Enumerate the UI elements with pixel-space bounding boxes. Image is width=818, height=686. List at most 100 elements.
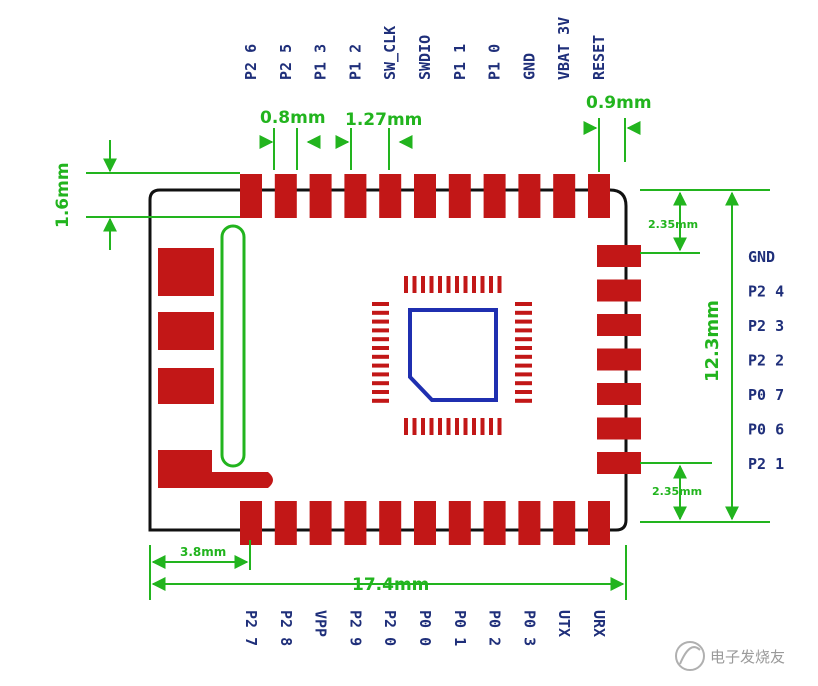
bottom-pad-row [240,501,610,545]
chip-pin [372,310,389,315]
top-pin-label: SW_CLK [381,26,399,80]
top-pad [553,174,576,218]
chip-pin [480,276,485,293]
bottom-pin-label: P0 0 [416,610,434,646]
chip-pin [515,302,532,306]
dim-pad-length: 1.6mm [53,162,73,228]
right-pad [597,245,641,267]
dim-pitch: 1.27mm [345,110,422,130]
antenna-keepout-slot [220,224,246,468]
dim-side-height: 12.3mm [702,300,723,382]
chip-pin [463,418,468,435]
bottom-pad [274,501,297,545]
chip-pin [372,328,389,333]
bottom-pin-label: URX [590,610,608,637]
bottom-pin-label: P2 9 [346,610,364,646]
chip-pin [497,276,502,293]
chip-pin [515,398,532,403]
top-pad [309,174,332,218]
bottom-pin-label: P0 3 [520,610,538,646]
chip-pin [497,418,502,435]
right-pin-label: P0 6 [748,421,784,439]
dim-side-top-margin: 2.35mm [648,218,698,231]
dim-total-width: 17.4mm [352,575,429,595]
chip-pin [372,302,389,306]
bottom-pin-label: P0 1 [451,610,469,646]
dim-antenna-width: 3.8mm [180,545,226,559]
chip-pin [515,310,532,315]
right-pin-label: P2 1 [748,455,784,473]
watermark-logo-icon [675,641,705,671]
chip-pin [515,354,532,359]
top-pad-row [240,174,610,218]
top-pad [588,174,610,218]
qfn-chip [372,276,532,435]
bottom-pad [309,501,332,545]
bottom-pin-label: P2 7 [242,610,260,646]
chip-pin [446,418,451,435]
top-pin-label: P1 3 [312,44,330,80]
right-pad [597,348,641,371]
right-pad [597,417,641,440]
top-pin-label: GND [520,53,538,80]
top-pin-label: P1 2 [346,44,364,80]
bottom-pin-label: P0 2 [486,610,504,646]
chip-pin [489,418,493,435]
dim-pad-width: 0.8mm [260,108,326,128]
bottom-pad [553,501,576,545]
dimension-annotations [86,118,770,600]
antenna-feed [158,450,273,488]
bottom-pad [588,501,610,545]
chip-pin [515,319,532,324]
bottom-pad [240,501,262,545]
chip-pin [515,346,532,350]
chip-pin [372,346,389,350]
bottom-pad [518,501,541,545]
chip-pin [372,398,389,403]
top-pin-label: VBAT 3V [555,17,573,80]
top-pin-label: P1 0 [486,44,504,80]
top-pin-label: P2 6 [242,44,260,80]
chip-pin [463,276,468,293]
top-pin-label: RESET [590,35,608,80]
chip-pin [372,390,389,394]
watermark: 电子发烧友 [675,641,785,671]
bottom-pin-label: P2 8 [277,610,295,646]
right-pad [597,452,641,474]
antenna-element [158,312,214,350]
top-pad [518,174,541,218]
chip-die [408,308,498,402]
top-pin-label: P1 1 [451,44,469,80]
chip-pin [515,328,532,333]
chip-pin [515,381,532,386]
chip-pin [515,337,532,342]
chip-pin [412,418,417,435]
dim-side-bottom-margin: 2.35mm [652,485,702,498]
chip-pin [412,276,417,293]
top-pad [344,174,367,218]
top-pin-label: SWDIO [416,35,434,80]
bottom-pad [379,501,402,545]
chip-pin [372,319,389,324]
bottom-pin-label: VPP [312,610,330,637]
bottom-pin-label: P2 0 [381,610,399,646]
bottom-pin-label: UTX [555,610,573,637]
chip-pin [489,276,493,293]
top-pad [274,174,297,218]
chip-pin [429,276,434,293]
bottom-pad [414,501,436,545]
antenna-element [158,248,214,296]
chip-pin [472,276,476,293]
chip-pin [429,418,434,435]
right-pad [597,383,641,405]
watermark-text: 电子发烧友 [710,648,785,666]
chip-pin [421,276,425,293]
chip-pin [515,390,532,394]
right-pin-label: P2 4 [748,283,784,301]
chip-pin [446,276,451,293]
chip-pin [472,418,476,435]
chip-pin [421,418,425,435]
right-pad [597,279,641,302]
right-pin-label: P0 7 [748,386,784,404]
